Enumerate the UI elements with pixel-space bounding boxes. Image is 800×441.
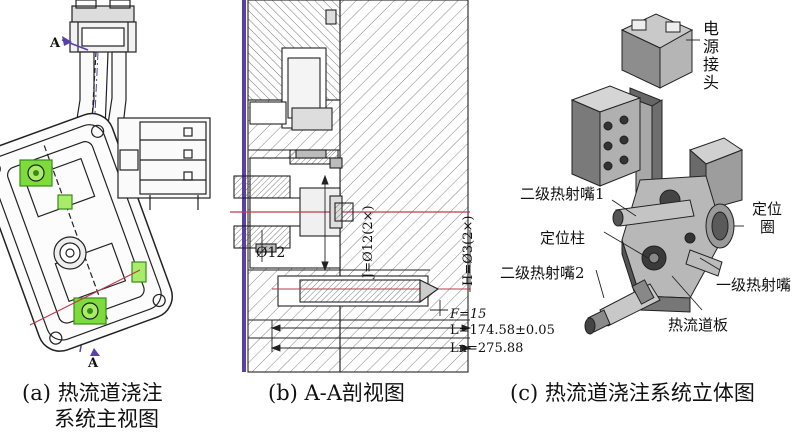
label-manifold-plate: 热流道板 <box>668 316 728 334</box>
label-power-connector-1: 电 <box>703 19 719 38</box>
locating-ring-3d <box>705 203 735 249</box>
dim-f: F=15 <box>449 307 486 322</box>
secondary-nozzle-section <box>272 275 470 307</box>
red-reference-line <box>29 269 141 326</box>
label-primary-nozzle: 一级热射嘴 <box>716 276 791 294</box>
dim-j: J=Ø12(2×) <box>361 205 376 280</box>
fixed-plate-hatch <box>339 0 469 373</box>
panel-a-front-view: A A <box>0 0 211 371</box>
panel-b-section-view: Ø12 J=Ø12(2×) H=Ø3(2×) F=15 L=174.58±0.0… <box>230 0 555 373</box>
leader-lines <box>595 39 744 311</box>
caption-a-line1: (a) 热流道浇注 <box>22 381 163 405</box>
panel-c-isometric-view: 电 源 接 头 二级热射嘴1 定位柱 二级热射嘴2 定位 圈 一级热射嘴 热流道… <box>500 13 791 335</box>
connector-housing-3d <box>620 13 694 111</box>
section-mark-top: A <box>49 36 61 51</box>
primary-nozzle-3d <box>685 249 723 277</box>
label-locating-ring-2: 圈 <box>760 218 775 236</box>
label-power-connector-4: 头 <box>703 73 719 92</box>
secondary-nozzle-2-3d <box>584 279 661 335</box>
sprue-bushing <box>53 236 87 270</box>
dimension-lines <box>261 174 472 352</box>
section-mark-bottom: A <box>87 356 99 371</box>
nozzle-highlight-bottom <box>73 297 107 325</box>
caption-c: (c) 热流道浇注系统立体图 <box>510 381 755 405</box>
secondary-nozzle-1-3d <box>612 199 695 227</box>
caption-b: (b) A-A剖视图 <box>268 381 405 405</box>
label-secondary-nozzle-2: 二级热射嘴2 <box>500 264 585 282</box>
dim-l: L=174.58±0.05 <box>450 323 555 338</box>
nozzle-highlight-top <box>19 159 53 187</box>
label-power-connector-3: 接 <box>703 55 719 74</box>
label-locating-pin: 定位柱 <box>540 229 585 247</box>
terminal-block-3d <box>570 85 642 187</box>
heater-terminal-box <box>117 117 211 210</box>
dim-h: H=Ø3(2×) <box>461 216 476 286</box>
dim-ln: Ln=275.88 <box>450 341 523 356</box>
power-connector-block <box>69 0 137 53</box>
nozzle-highlight-side <box>57 194 147 283</box>
caption-a-line2: 系统主视图 <box>54 407 159 431</box>
label-secondary-nozzle-1: 二级热射嘴1 <box>520 185 605 203</box>
label-locating-ring-1: 定位 <box>752 200 782 218</box>
dia-label: Ø12 <box>256 245 285 261</box>
label-power-connector-2: 源 <box>703 37 719 56</box>
hot-nozzle-section <box>329 195 354 229</box>
